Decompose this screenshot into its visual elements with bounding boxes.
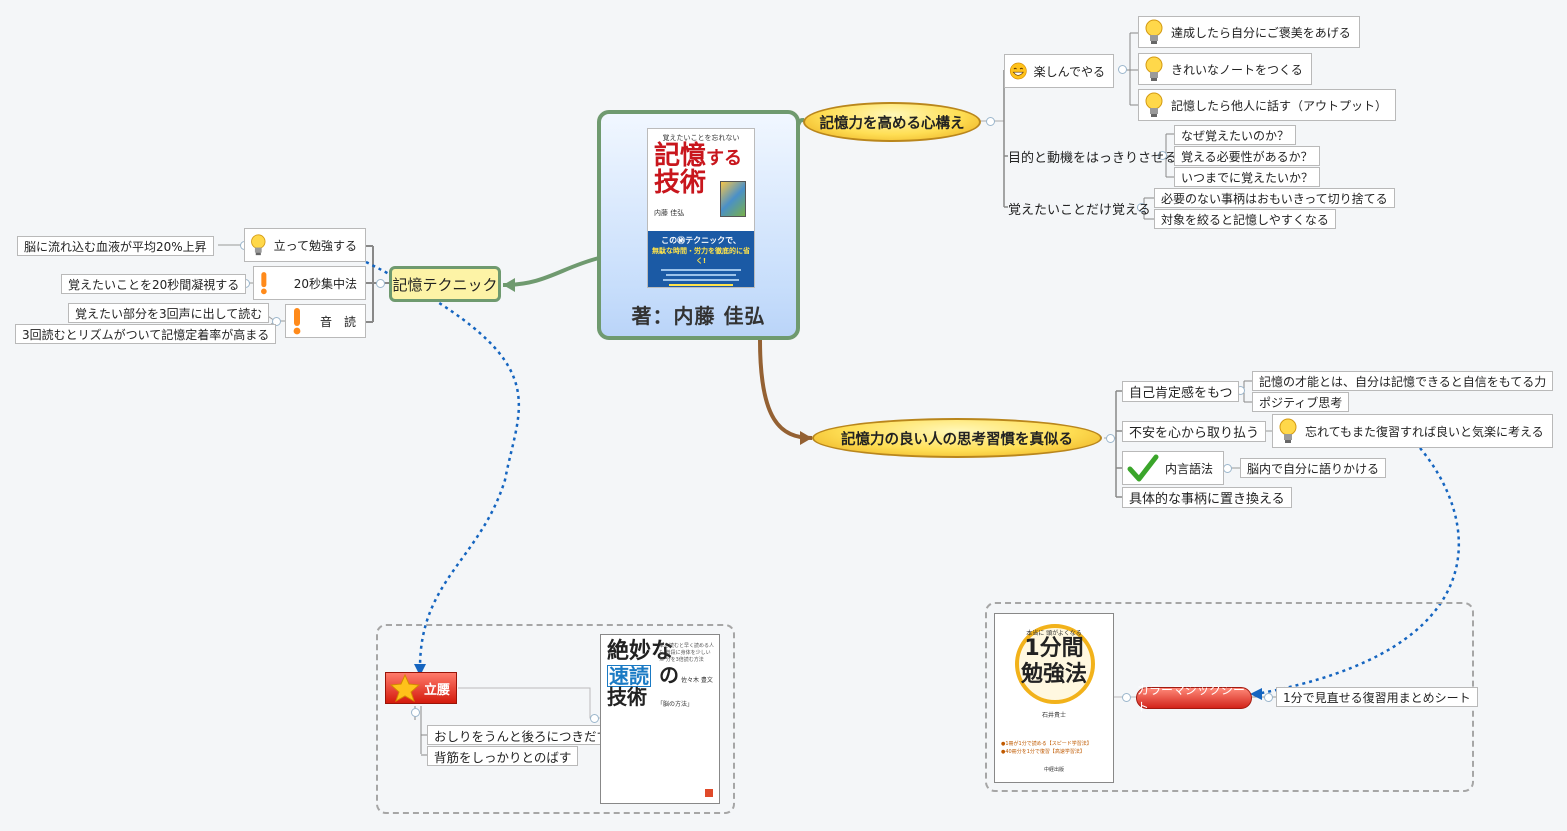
collapse-toggle[interactable] [1223,464,1232,473]
collapse-toggle[interactable] [411,708,420,717]
node-label: 記憶したら他人に話す（アウトプット） [1171,98,1388,113]
topic-technique[interactable]: 記憶テクニック [389,266,501,302]
mindset-focus[interactable]: 覚えたいことだけ覚える [1008,202,1151,218]
book-title-part: の [659,663,679,687]
habits-inner-speech-item[interactable]: 脳内で自分に語りかける [1240,458,1387,478]
collapse-toggle[interactable] [1106,434,1115,443]
mindset-enjoy-item[interactable]: 記憶したら他人に話す（アウトプット） [1138,89,1397,121]
habits-inner-speech[interactable]: 内言語法 [1122,451,1224,485]
habits-self-affirm[interactable]: 自己肯定感をもつ [1122,381,1240,402]
node-label: 立って勉強する [273,238,357,253]
collapse-toggle[interactable] [1264,693,1273,702]
book-title-part: 絶妙な [607,639,674,664]
technique-read-aloud-note[interactable]: 3回読むとリズムがついて記憶定着率が高まる [15,324,277,344]
ritsu-item[interactable]: 背筋をしっかりとのばす [427,746,579,766]
exclamation-icon [293,308,301,335]
node-label: 忘れてもまた復習すれば良いと気楽に考える [1305,424,1544,439]
topic-mindset[interactable]: 記憶力を高める心構え [803,102,981,142]
technique-20sec-focus[interactable]: 20秒集中法 [253,266,366,300]
habits-self-affirm-item[interactable]: ポジティブ思考 [1252,392,1350,412]
lightbulb-icon [1145,19,1163,44]
book-cover-sokudoku: 絶妙な 速読 の 技術 本を読むと早く読める人も 普段に身体を少しいた 分を3倍… [600,634,720,804]
book-cover-1min: 本当に 頭がよくなる 1分間 勉強法 石井貴士 ●1冊が1分で読める【スピード学… [994,613,1114,783]
mindset-enjoy-item[interactable]: きれいなノートをつくる [1138,53,1312,85]
book-line: ●40冊分を1分で復習【高速学習法】 [1001,749,1085,755]
book-title-part: 1分間 [1024,636,1084,661]
topic-ritsu[interactable]: 立腰 [385,672,457,704]
central-author: 著：内藤 佳弘 [631,304,766,328]
mindset-enjoy-item[interactable]: 達成したら自分にご褒美をあげる [1138,16,1360,48]
habits-self-affirm-item[interactable]: 記憶の才能とは、自分は記憶できると自信をもてる力 [1252,371,1554,391]
technique-read-aloud-note[interactable]: 覚えたい部分を3回声に出して読む [68,303,270,323]
book-title-part: 技術 [607,685,647,709]
habits-remove-anxiety-item[interactable]: 忘れてもまた復習すれば良いと気楽に考える [1272,414,1553,448]
mindset-enjoy[interactable]: 楽しんでやる [1004,54,1114,88]
collapse-toggle[interactable] [1122,693,1131,702]
node-label: 内言語法 [1165,461,1214,476]
lightbulb-icon [1279,418,1297,443]
collapse-toggle[interactable] [272,317,281,326]
book-line: ●1冊が1分で読める【スピード学習法】 [1001,741,1092,747]
lightbulb-icon [251,234,266,256]
smiley-icon [1009,62,1027,80]
ritsu-item[interactable]: おしりをうんと後ろにつきだす [427,725,617,745]
checkmark-icon [1127,454,1159,482]
collapse-toggle[interactable] [590,714,599,723]
topic-habits[interactable]: 記憶力の良い人の思考習慣を真似る [812,418,1102,458]
exclamation-icon [261,272,267,295]
book-author-small: 内藤 佳弘 [654,208,685,217]
book-blurb: 本を読むと早く読める人も 普段に身体を少しいた 分を3倍読む方法 [659,643,715,663]
habits-concrete[interactable]: 具体的な事柄に置き換える [1122,487,1292,508]
book-cube-graphic [720,181,746,217]
node-label: 達成したら自分にご褒美をあげる [1171,25,1351,40]
book-band-text: 無駄な時間・労力を徹底的に省く! [652,247,750,265]
book-subtitle: 「脳の方法」 [657,701,694,708]
ritsu-group-boundary [376,624,735,814]
mindset-purpose-item[interactable]: なぜ覚えたいのか？ [1174,125,1297,145]
mindset-purpose-item[interactable]: 覚える必要性があるか？ [1174,146,1320,166]
collapse-toggle[interactable] [376,279,385,288]
book-title-part: する [706,148,743,169]
mindset-focus-item[interactable]: 必要のない事柄はおもいきって切り捨てる [1154,188,1395,208]
technique-stand-study[interactable]: 立って勉強する [244,228,366,262]
book-title-part: 勉強法 [1020,662,1087,687]
technique-read-aloud[interactable]: 音 読 [285,304,366,338]
book-band-text: この㊙テクニックで、 [661,236,741,245]
habits-remove-anxiety[interactable]: 不安を心から取り払う [1122,421,1267,442]
book-title-part: 速読 [607,664,651,688]
magic-note[interactable]: 1分で見直せる復習用まとめシート [1276,687,1478,707]
book-publisher: 中経出版 [1043,767,1064,773]
book-cover-kioku: 覚えたいことを忘れない 記憶する 技術 内藤 佳弘 この㊙テクニックで、 無駄な… [647,128,755,288]
star-icon [390,674,420,702]
collapse-toggle[interactable] [1118,65,1127,74]
mindset-purpose[interactable]: 目的と動機をはっきりさせる [1008,150,1178,166]
collapse-toggle[interactable] [986,117,995,126]
book-author: 石井貴士 [1041,712,1066,719]
node-label: 20秒集中法 [293,276,357,291]
technique-stand-study-note[interactable]: 脳に流れ込む血液が平均20%上昇 [17,236,214,256]
mindset-focus-item[interactable]: 対象を絞ると記憶しやすくなる [1154,209,1336,229]
book-author: 佐々木 豊文 [681,677,713,684]
central-topic[interactable]: 覚えたいことを忘れない 記憶する 技術 内藤 佳弘 この㊙テクニックで、 無駄な… [597,110,800,340]
book-title-part: 記憶 [654,141,707,171]
book-band: この㊙テクニックで、 無駄な時間・労力を徹底的に省く! [648,231,754,287]
lightbulb-icon [1145,92,1163,117]
collapse-toggle[interactable] [1158,151,1167,160]
topic-color-magic-sheet[interactable]: カラーマジックシート [1136,683,1252,714]
book-title-part: 技術 [654,168,707,198]
collapse-toggle[interactable] [1137,203,1146,212]
node-label: 立腰 [424,682,451,698]
lightbulb-icon [1145,56,1163,81]
technique-20sec-note[interactable]: 覚えたいことを20秒間凝視する [61,274,247,294]
node-label: きれいなノートをつくる [1171,62,1303,77]
node-label: 楽しんでやる [1033,64,1105,79]
node-label: 音 読 [320,314,357,329]
publisher-mark [705,789,713,797]
mindset-purpose-item[interactable]: いつまでに覚えたいか？ [1174,167,1321,187]
book-top-text: 本当に 頭がよくなる [1026,630,1082,637]
book-small-title: 覚えたいことを忘れない [662,134,740,142]
